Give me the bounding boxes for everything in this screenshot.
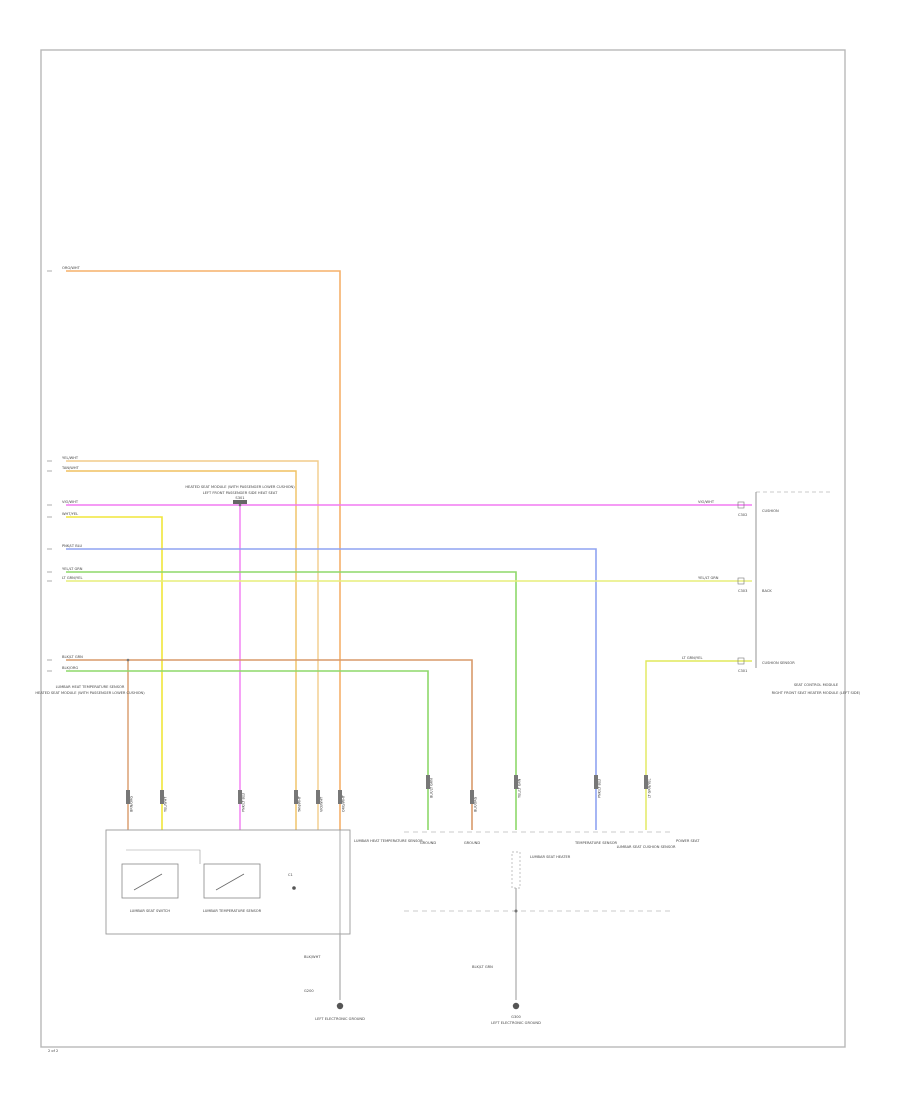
vertical-wire-label: PNK/LT BLU [242,792,246,812]
bottom-right-item: LUMBAR SEAT HEATER [530,855,571,859]
vertical-wire-label: LT GRN/YEL [648,779,652,798]
bottom-right-item: TEMPERATURE SENSOR [574,841,618,845]
splice-note: HEATED SEAT MODULE (WITH PASSENGER LOWER… [185,485,295,489]
vertical-wire-label: ORG/WHT [342,794,346,812]
bottom-right-item: GROUND [420,841,436,845]
left-module [105,829,351,935]
ground-label: LEFT ELECTRONIC GROUND [315,1017,365,1021]
splice-code: S301 [235,496,244,500]
ground-code: G300 [511,1015,521,1019]
left-note-line: HEATED SEAT MODULE (WITH PASSENGER LOWER… [35,691,145,695]
wire-green-1 [66,571,517,830]
right-wire-label: YEL/LT GRN [698,576,719,580]
ground-symbol-left [336,1002,344,1010]
left-wire-label: PNK/LT BLU [62,544,83,548]
ground-code: G200 [304,989,314,993]
left-wire-label: YEL/LT GRN [62,567,83,571]
vertical-wire-label: BLK/LT GRN [430,778,434,798]
vertical-wire-label: YEL/WHT [164,796,168,812]
right-module-caption: RIGHT FRONT SEAT HEATER MODULE (LEFT SID… [772,691,861,695]
vertical-wire-label: PNK/LT BLU [598,778,602,798]
ground-label: LEFT ELECTRONIC GROUND [491,1021,541,1025]
left-module-pin: C1 [288,873,293,877]
left-wire-label: ORG/WHT [62,266,81,270]
wire-brown [66,659,473,830]
left-note-line: LUMBAR HEAT TEMPERATURE SENSOR [56,685,125,689]
wire-tan-2 [66,470,297,830]
ground-wire-label: BLK/WHT [304,955,321,959]
splice-dots [126,503,242,662]
right-pin-label: C301 [738,669,747,673]
vertical-wire-label: YEL/LT GRN [518,778,522,798]
splice-box [233,500,247,504]
wire-blue [66,548,597,830]
left-wire-label: YEL/WHT [62,456,79,460]
center-stem [511,851,521,1000]
left-wire-label: LT GRN/YEL [62,576,83,580]
vertical-wire-labels: BRN/ORG YEL/WHT PNK/LT BLU TAN/WHT VIO/WHT OR… [130,778,652,813]
right-function-label: CUSHION SENSOR [762,661,795,665]
right-function-label: CUSHION [762,509,779,513]
right-wire-label: VIO/WHT [698,500,715,504]
splice-label: LEFT FRONT PASSENGER SIDE HEAT SEAT [203,491,278,495]
left-wire-ends [47,270,52,672]
left-wire-label: WHT/YEL [62,512,78,516]
wire-yellow [66,516,163,830]
wire-right-feed [645,660,752,830]
vertical-wire-label: TAN/WHT [298,795,302,813]
ground-wire-label: BLK/LT GRN [472,965,493,969]
left-module-element: LUMBAR TEMPERATURE SENSOR [203,909,262,913]
right-function-label: BACK [762,589,772,593]
right-module [737,491,830,668]
bottom-right-item: GROUND [464,841,480,845]
left-wire-label: BLK/ORG [62,666,78,670]
ground-symbol-right [512,1002,520,1010]
right-pin-label: C303 [738,589,747,593]
left-module-element: LUMBAR SEAT SWITCH [130,909,171,913]
left-wire-label: TAN/WHT [61,466,80,470]
left-wire-label: BLK/LT GRN [62,655,83,659]
wire-orange [66,270,341,830]
connector-marks [126,775,648,804]
left-wire-label: VIO/WHT [62,500,79,504]
right-function-label: SEAT CONTROL MODULE [794,683,839,687]
vertical-wire-label: BRN/ORG [130,796,134,812]
vertical-wire-label: BLK/ORG [474,796,478,812]
bottom-right-item: LUMBAR SEAT CUSHION SENSOR [617,845,676,849]
wire-tan-1 [66,460,319,830]
left-module-caption: LUMBAR HEAT TEMPERATURE SENSOR [354,839,423,843]
vertical-wire-label: VIO/WHT [320,796,324,812]
right-wire-label: LT GRN/YEL [682,656,703,660]
page-number: 2 of 2 [48,1049,58,1053]
right-pin-label: C302 [738,513,747,517]
page-frame [40,49,846,1048]
bottom-right-item: POWER SEAT [676,839,700,843]
